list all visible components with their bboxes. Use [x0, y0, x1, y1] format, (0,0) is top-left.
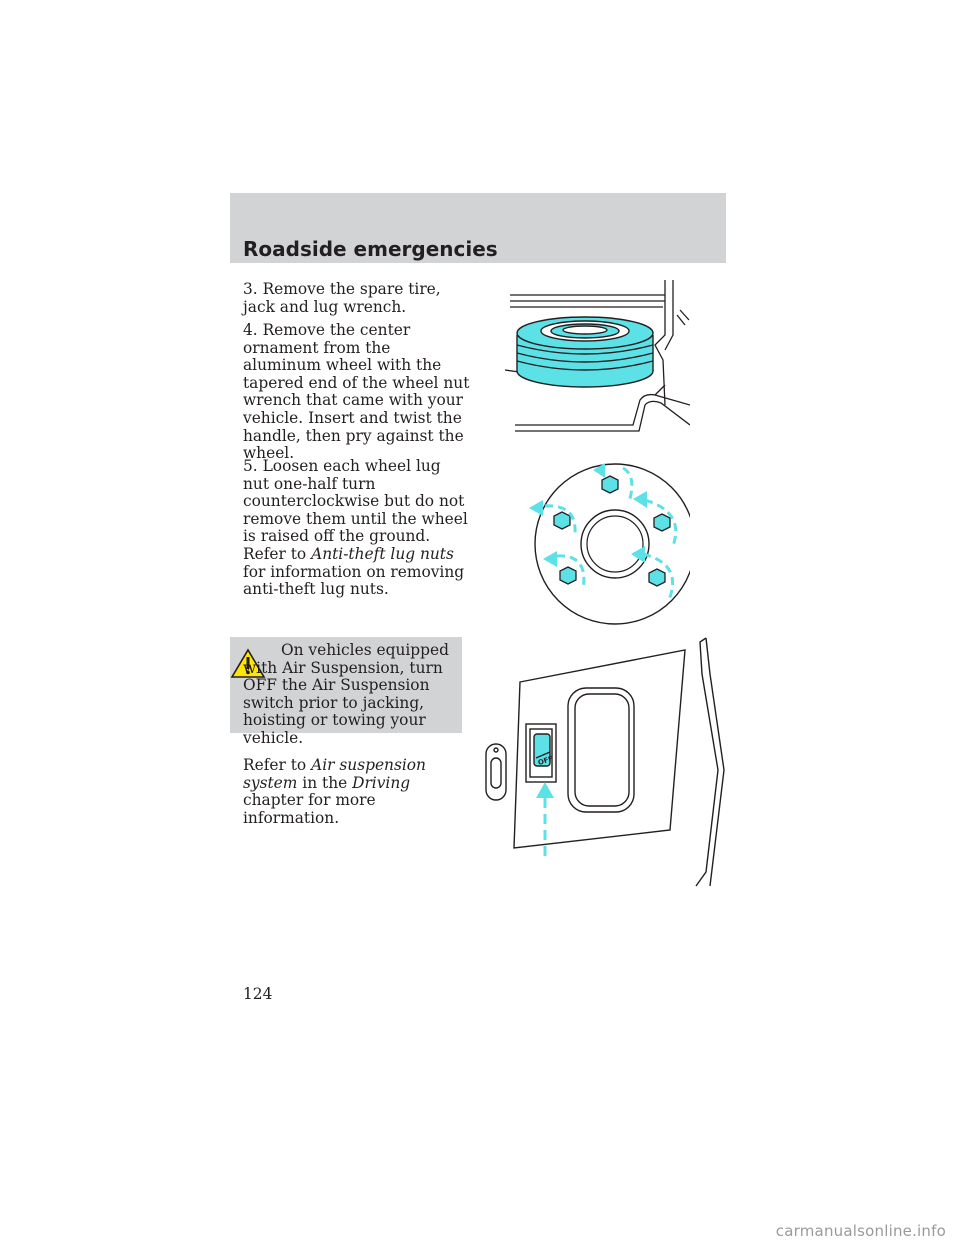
section-header-band: Roadside emergencies [230, 193, 726, 263]
refer-text-post: chapter for more information. [243, 791, 376, 827]
refer-text-pre: Refer to [243, 756, 312, 774]
lug-nut-pattern-illustration [529, 463, 690, 625]
step-3-text: 3. Remove the spare tire, jack and lug w… [243, 280, 441, 316]
section-title: Roadside emergencies [243, 237, 498, 261]
warning-triangle-icon [230, 648, 266, 678]
warning-box: On vehicles equipped with Air Suspension… [230, 637, 462, 747]
air-suspension-switch-illustration: OFF [485, 637, 725, 887]
step-5-text: 5. Loosen each wheel lug nut one-half tu… [243, 457, 471, 599]
step-5-text-post: for information on removing anti-theft l… [243, 562, 465, 599]
refer-text: Refer to Air suspension system in the Dr… [243, 756, 471, 827]
driving-chapter-reference: Driving [352, 773, 411, 792]
warning-text: On vehicles equipped with Air Suspension… [243, 641, 449, 747]
refer-text-mid: in the [297, 773, 353, 792]
spare-tire-illustration [505, 280, 690, 432]
page-number: 124 [243, 985, 273, 1003]
site-watermark: carmanualsonline.info [775, 1222, 946, 1240]
step-4-text: 4. Remove the center ornament from the a… [243, 321, 470, 463]
anti-theft-lug-nuts-reference: Anti-theft lug nuts [311, 544, 454, 563]
step-5-text-pre: 5. Loosen each wheel lug nut one-half tu… [243, 457, 468, 563]
air-suspension-system-reference: Air suspension system [243, 756, 426, 792]
